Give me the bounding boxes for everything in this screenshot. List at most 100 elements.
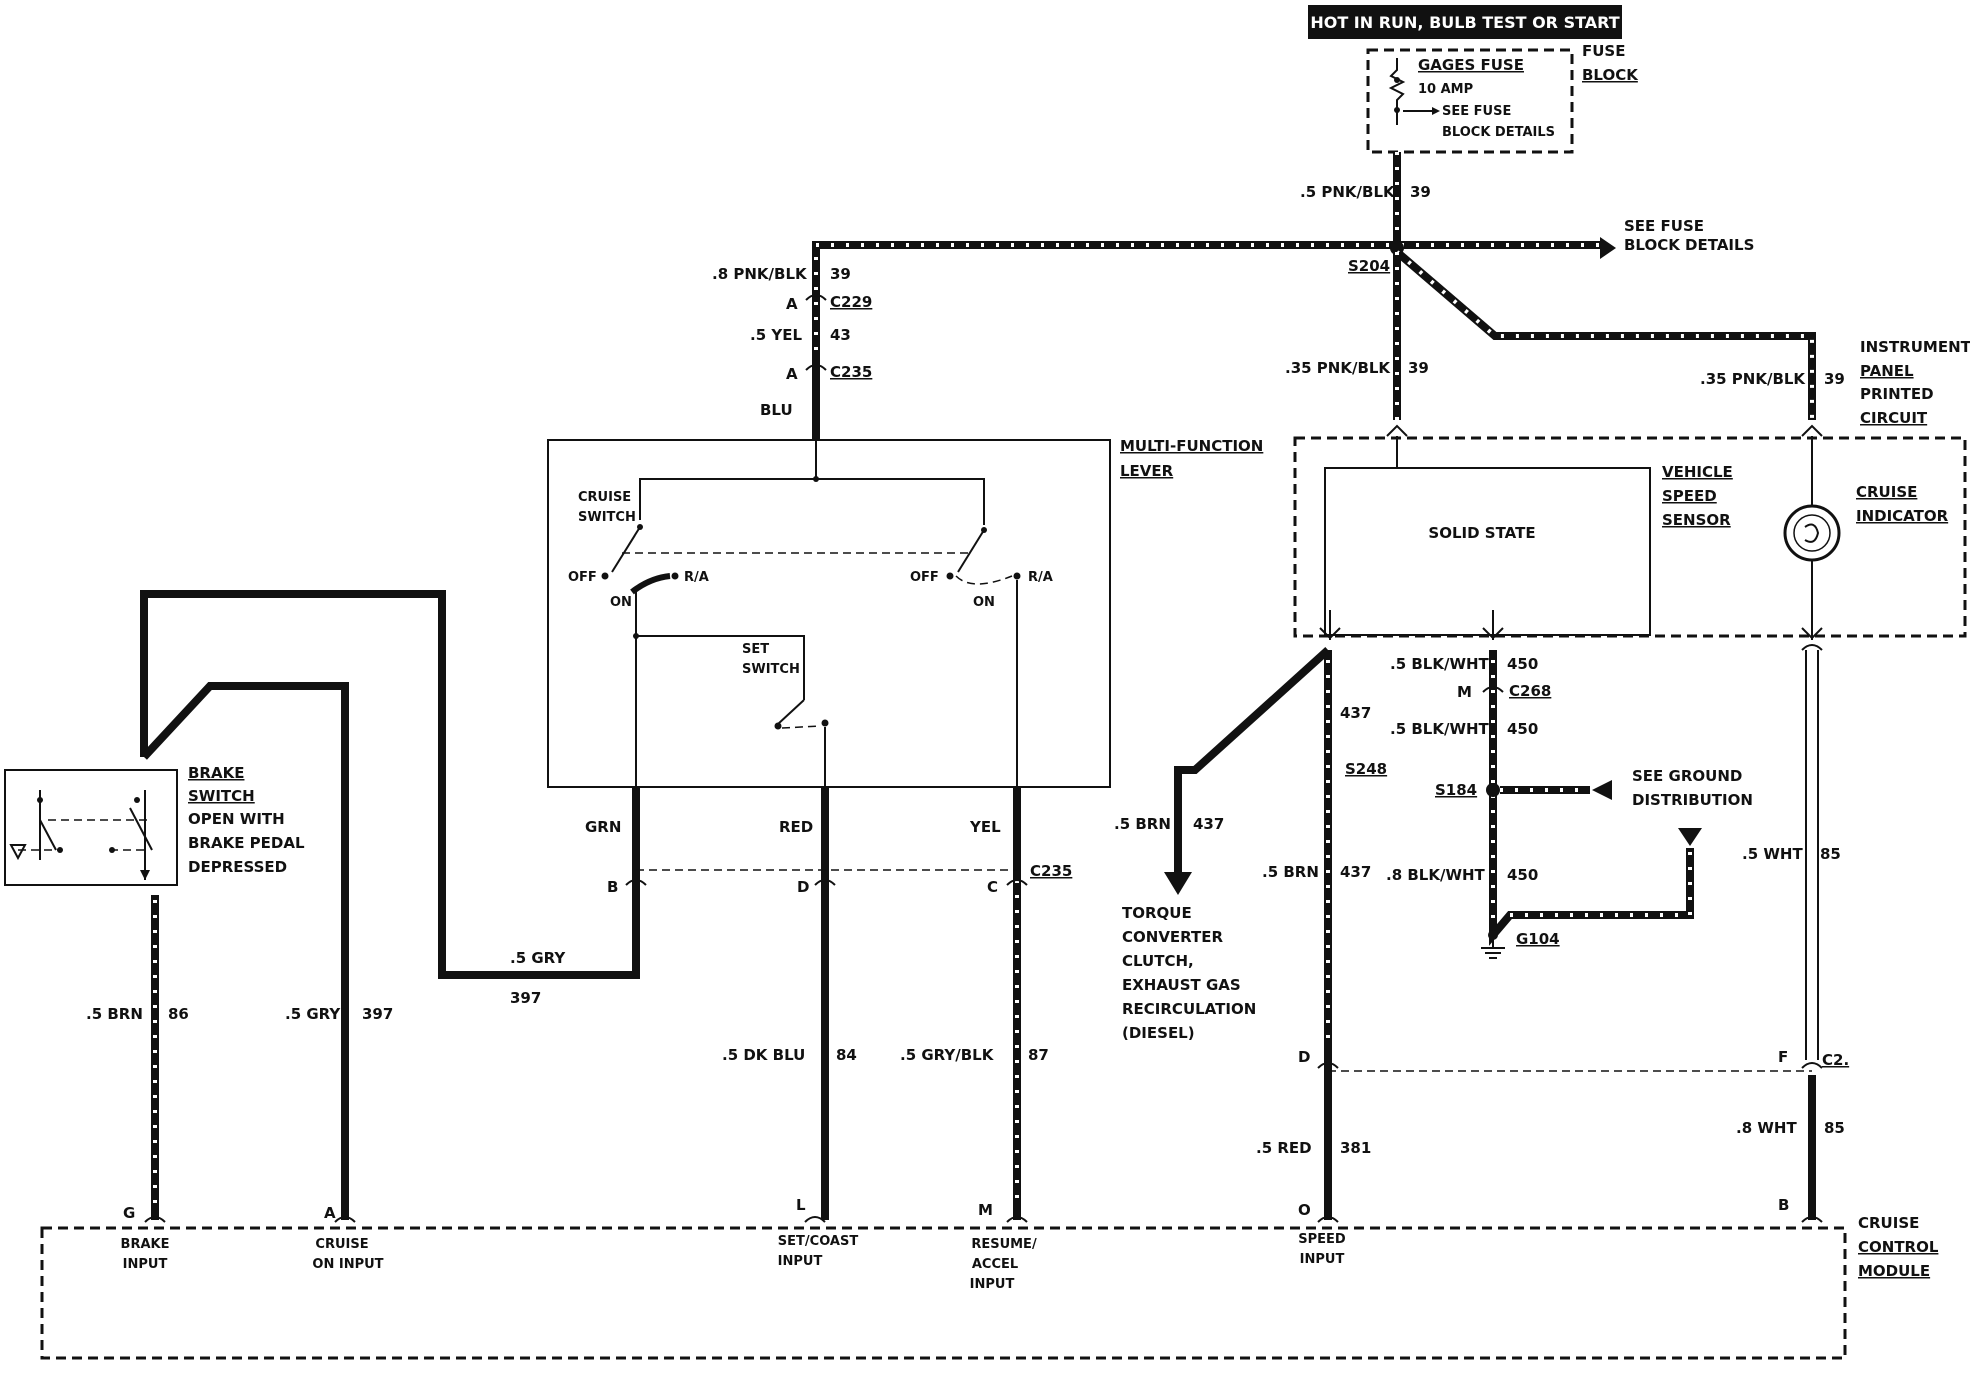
module-pin-m: M — [978, 1201, 993, 1219]
wire-43-num: 43 — [830, 326, 851, 344]
wire-39-top-gauge: .5 PNK/BLK — [1300, 183, 1396, 201]
fuse-block: GAGES FUSE 10 AMP SEE FUSE BLOCK DETAILS… — [1366, 42, 1639, 154]
tcc-label-6: (DIESEL) — [1122, 1024, 1195, 1042]
brake-switch-label-4: BRAKE PEDAL — [188, 834, 305, 852]
connector-c229: C229 — [830, 293, 872, 311]
cruise-on-input-1: CRUISE — [315, 1237, 368, 1252]
resume-input-2: ACCEL — [972, 1257, 1018, 1272]
wire-437-num: 437 — [1340, 704, 1371, 722]
fuse-rating: 10 AMP — [1418, 82, 1473, 97]
c2-pin-f: F — [1778, 1048, 1788, 1066]
wire-85a-num: 85 — [1820, 845, 1841, 863]
module-pin-l: L — [796, 1196, 806, 1214]
c235-top-pin: A — [786, 365, 798, 383]
resume-input-3: INPUT — [970, 1277, 1015, 1292]
wire-84-num: 84 — [836, 1046, 857, 1064]
wire-39-vss-gauge: .35 PNK/BLK — [1285, 359, 1391, 377]
speed-input-1: SPEED — [1298, 1232, 1346, 1247]
wire-450b-gauge: .5 BLK/WHT — [1390, 720, 1490, 738]
splice-s184: S184 — [1435, 781, 1477, 799]
ipc-label-1: INSTRUMENT — [1860, 338, 1970, 356]
ground-g104: G104 — [1516, 930, 1560, 948]
wire-397b-num: 397 — [362, 1005, 393, 1023]
power-banner: HOT IN RUN, BULB TEST OR START — [1308, 5, 1622, 39]
wire-39-left-num: 39 — [830, 265, 851, 283]
c235-pin-b: B — [607, 878, 618, 896]
multi-function-lever: MULTI-FUNCTION LEVER CRUISE SWITCH OFF R… — [547, 437, 1263, 788]
wire-39-top-num: 39 — [1410, 183, 1431, 201]
set-coast-input-1: SET/COAST — [778, 1234, 859, 1249]
mfl-feed: .8 PNK/BLK 39 A C229 .5 YEL 43 A C235 BL… — [712, 265, 872, 440]
set-coast-input-2: INPUT — [778, 1254, 823, 1269]
brake-switch-label-3: OPEN WITH — [188, 810, 285, 828]
resume-input-1: RESUME/ — [971, 1237, 1037, 1252]
wire-437-brn-num: 437 — [1193, 815, 1224, 833]
connector-c235-top: C235 — [830, 363, 872, 381]
on-2: ON — [973, 595, 995, 610]
fuse-see-2: BLOCK DETAILS — [1442, 125, 1555, 140]
set-switch-label-2: SWITCH — [742, 662, 800, 677]
module-pin-g: G — [123, 1204, 135, 1222]
wire-86-num: 86 — [168, 1005, 189, 1023]
module-pin-o: O — [1298, 1201, 1311, 1219]
ra-2: R/A — [1028, 570, 1053, 585]
c229-pin: A — [786, 295, 798, 313]
wire-39-vss-num: 39 — [1408, 359, 1429, 377]
wire-450c-num: 450 — [1507, 866, 1538, 884]
cruise-switch-label-1: CRUISE — [578, 490, 631, 505]
speed-input-2: INPUT — [1300, 1252, 1345, 1267]
module-label-1: CRUISE — [1858, 1214, 1919, 1232]
gages-fuse-label: GAGES FUSE — [1418, 56, 1524, 74]
ipc-label-2: PANEL — [1860, 362, 1914, 380]
c235-pin-c: C — [987, 878, 998, 896]
tcc-label-2: CONVERTER — [1122, 928, 1224, 946]
cruise-control-module: CRUISE CONTROL MODULE G A L M O B BRAKE … — [40, 1196, 1939, 1360]
cruise-switch-label-2: SWITCH — [578, 510, 636, 525]
brake-switch-label-1: BRAKE — [188, 764, 244, 782]
ra-1: R/A — [684, 570, 709, 585]
brake-input-1: BRAKE — [121, 1237, 170, 1252]
connector-c235-bottom: C235 — [1030, 862, 1072, 880]
wire-437-b-gauge: .5 BRN — [1262, 863, 1319, 881]
wire-39-ipc-gauge: .35 PNK/BLK — [1700, 370, 1806, 388]
wire-85b-gauge: .8 WHT — [1736, 1119, 1797, 1137]
module-pin-b: B — [1778, 1196, 1789, 1214]
tcc-label-3: CLUTCH, — [1122, 952, 1194, 970]
mfl-label-2: LEVER — [1120, 462, 1174, 480]
tcc-label-5: RECIRCULATION — [1122, 1000, 1256, 1018]
wire-397-num: 397 — [510, 989, 541, 1007]
wire-43-gauge: .5 YEL — [750, 326, 802, 344]
fuse-see-1: SEE FUSE — [1442, 104, 1511, 119]
see-fuse-2: BLOCK DETAILS — [1624, 236, 1754, 254]
mfl-output-wires: GRN RED YEL B D C C235 .5 GRY 397 .5 DK … — [140, 590, 1072, 1220]
wire-450c-gauge: .8 BLK/WHT — [1386, 866, 1486, 884]
wire-397-gauge: .5 GRY — [510, 949, 566, 967]
wire-381-gauge: .5 RED — [1256, 1139, 1312, 1157]
power-bus: .5 PNK/BLK 39 S204 SEE FUSE BLOCK DETAIL… — [812, 152, 1816, 420]
wire-84-gauge: .5 DK BLU — [722, 1046, 805, 1064]
c235-pin-d: D — [797, 878, 809, 896]
brake-switch: BRAKE SWITCH OPEN WITH BRAKE PEDAL DEPRE… — [4, 682, 393, 1220]
wire-86-gauge: .5 BRN — [86, 1005, 143, 1023]
cruise-on-input-2: ON INPUT — [312, 1257, 383, 1272]
brake-input-2: INPUT — [123, 1257, 168, 1272]
wire-397b-gauge: .5 GRY — [285, 1005, 341, 1023]
c268-pin: M — [1457, 683, 1472, 701]
vss-label-2: SPEED — [1662, 487, 1717, 505]
instrument-panel-circuit: INSTRUMENT PANEL PRINTED CIRCUIT .35 PNK… — [1285, 338, 1970, 640]
wire-85a-gauge: .5 WHT — [1742, 845, 1803, 863]
ipc-label-3: PRINTED — [1860, 385, 1934, 403]
wire-39-left-gauge: .8 PNK/BLK — [712, 265, 808, 283]
vss-label-3: SENSOR — [1662, 511, 1731, 529]
wire-blu: BLU — [760, 401, 793, 419]
cruise-indicator-label-2: INDICATOR — [1856, 507, 1949, 525]
vss-label-1: VEHICLE — [1662, 463, 1733, 481]
wire-450a-num: 450 — [1507, 655, 1538, 673]
tcc-label-4: EXHAUST GAS — [1122, 976, 1241, 994]
see-ground-2: DISTRIBUTION — [1632, 791, 1753, 809]
banner-text: HOT IN RUN, BULB TEST OR START — [1310, 13, 1619, 32]
wire-red: RED — [779, 818, 813, 836]
wire-yel: YEL — [969, 818, 1001, 836]
vss-body: SOLID STATE — [1428, 524, 1535, 542]
